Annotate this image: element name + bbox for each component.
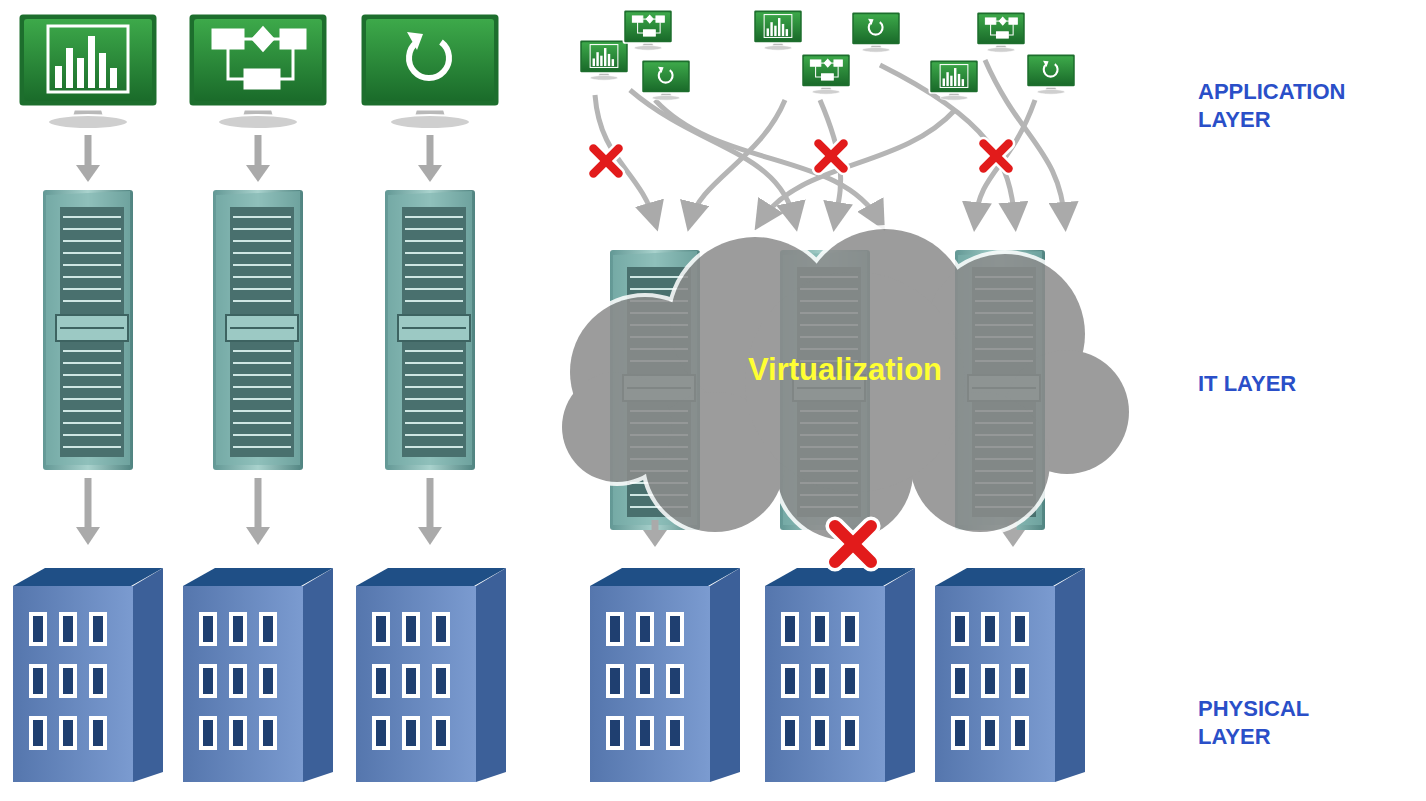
layer-label: PHYSICAL LAYER — [1198, 695, 1348, 750]
layer-label: IT LAYER — [1198, 370, 1348, 398]
cloud-label: Virtualization — [555, 352, 1135, 388]
cloud-node: Virtualization — [555, 222, 1135, 540]
layer-label: APPLICATION LAYER — [1198, 78, 1348, 133]
